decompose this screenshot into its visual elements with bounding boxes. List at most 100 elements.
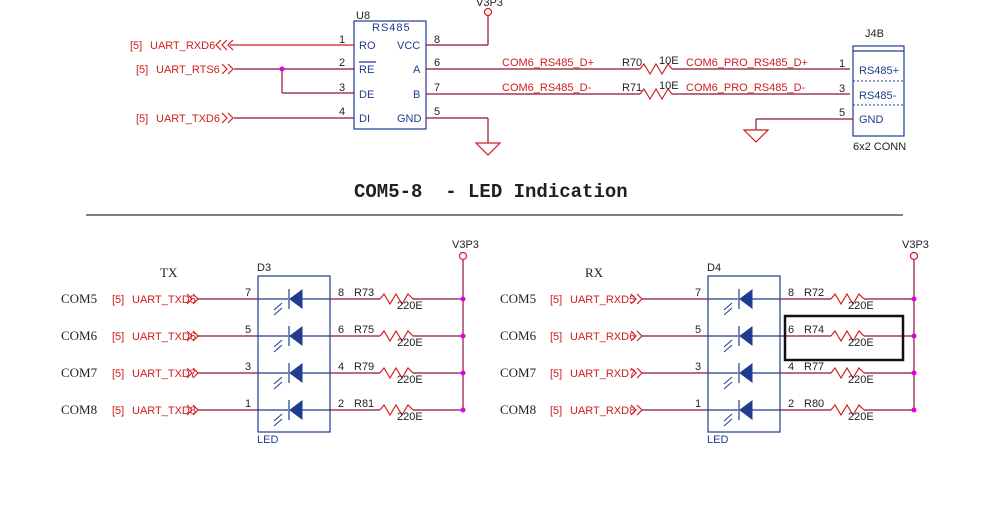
u8-rs485-block: U8 RS485 1 RO [5] UART_RXD6 2 RE [5] UAR… bbox=[130, 0, 850, 156]
j4b-body bbox=[852, 45, 905, 137]
page-tag: [5] bbox=[136, 113, 148, 125]
resistor-icon bbox=[830, 329, 865, 343]
power-label-v3p3: V3P3 bbox=[452, 239, 479, 251]
light-rays-icon bbox=[723, 302, 733, 316]
u8-pin-4: 4 DI [5] UART_TXD6 bbox=[136, 106, 370, 125]
net-label-com6-rs485-dp: COM6_RS485_D+ bbox=[502, 57, 594, 69]
resistor-ref: R72 bbox=[804, 287, 824, 299]
page-tag: [5] bbox=[112, 331, 124, 343]
pin-number: 5 bbox=[695, 324, 701, 336]
pin-number: 7 bbox=[695, 287, 701, 299]
ground-icon bbox=[742, 129, 770, 143]
pin-number: 1 bbox=[839, 58, 845, 70]
pin-number: 2 bbox=[338, 398, 344, 410]
resistor-icon bbox=[379, 366, 414, 380]
pin-number: 5 bbox=[434, 106, 440, 118]
junction-dot bbox=[460, 333, 466, 339]
led-icon bbox=[739, 289, 753, 309]
led-type: LED bbox=[257, 434, 278, 446]
light-rays-icon bbox=[273, 376, 283, 390]
junction-dot bbox=[279, 66, 285, 72]
pin-number: 8 bbox=[338, 287, 344, 299]
net-label: UART_RXD5 bbox=[570, 294, 635, 306]
resistor-value: 10E bbox=[659, 80, 679, 92]
led-ref-d4: D4 bbox=[707, 262, 721, 274]
u8-part: RS485 bbox=[372, 22, 411, 34]
pin-number: 4 bbox=[788, 361, 794, 373]
pin-number: 5 bbox=[839, 107, 845, 119]
pin-number: 7 bbox=[434, 82, 440, 94]
offpage-arrow-icon bbox=[221, 63, 234, 75]
pin-number: 4 bbox=[338, 361, 344, 373]
led-icon bbox=[739, 363, 753, 383]
resistor-ref: R80 bbox=[804, 398, 824, 410]
light-rays-icon bbox=[273, 413, 283, 427]
pin-number: 6 bbox=[788, 324, 794, 336]
power-port-icon bbox=[909, 251, 919, 261]
com-label: COM5 bbox=[500, 291, 536, 306]
pin-name: A bbox=[413, 64, 421, 76]
pin-number: 6 bbox=[434, 57, 440, 69]
led-array-d3 bbox=[257, 275, 331, 433]
resistor-icon bbox=[379, 403, 414, 417]
pin-number: 3 bbox=[839, 83, 845, 95]
net-label: UART_RXD7 bbox=[570, 368, 635, 380]
resistor-ref-r70: R70 bbox=[622, 57, 642, 69]
j4b-pin-gnd: GND bbox=[859, 114, 884, 126]
com-label: COM6 bbox=[500, 328, 537, 343]
net-label-com6-pro-rs485-dm: COM6_PRO_RS485_D- bbox=[686, 82, 806, 94]
net-label-uart-rxd6: UART_RXD6 bbox=[150, 40, 215, 52]
net-label: UART_RXD8 bbox=[570, 405, 635, 417]
j4b-ref: J4B bbox=[865, 28, 884, 40]
junction-dot bbox=[911, 333, 917, 339]
com-label: COM7 bbox=[61, 365, 98, 380]
resistor-ref: R73 bbox=[354, 287, 374, 299]
power-port-icon bbox=[458, 251, 468, 261]
pin-number: 4 bbox=[339, 106, 345, 118]
pin-number: 8 bbox=[434, 34, 440, 46]
resistor-value: 220E bbox=[848, 300, 874, 312]
page-tag: [5] bbox=[550, 331, 562, 343]
pin-number: 5 bbox=[245, 324, 251, 336]
com-label: COM5 bbox=[61, 291, 97, 306]
net-label-com6-pro-rs485-dp: COM6_PRO_RS485_D+ bbox=[686, 57, 808, 69]
light-rays-icon bbox=[723, 376, 733, 390]
junction-dot bbox=[911, 296, 917, 302]
led-icon bbox=[289, 289, 303, 309]
resistor-ref: R75 bbox=[354, 324, 374, 336]
pin-number: 1 bbox=[695, 398, 701, 410]
light-rays-icon bbox=[273, 339, 283, 353]
page-tag: [5] bbox=[130, 40, 142, 52]
u8-pin-3: 3 DE bbox=[279, 66, 374, 101]
pin-number: 1 bbox=[339, 34, 345, 46]
junction-dot bbox=[460, 296, 466, 302]
net-d-minus: COM6_RS485_D- R71 10E COM6_PRO_RS485_D- bbox=[502, 80, 850, 101]
resistor-ref: R74 bbox=[804, 324, 824, 336]
j4b-part: 6x2 CONN bbox=[853, 141, 906, 153]
j4b-connector: J4B RS485+ RS485- GND 1 3 5 6x2 CONN bbox=[742, 28, 906, 153]
net-label: UART_TXD5 bbox=[132, 294, 196, 306]
u8-pin-5-gnd: 5 GND bbox=[397, 106, 502, 156]
pin-number: 6 bbox=[338, 324, 344, 336]
u8-pin-6-a: 6 A bbox=[413, 57, 640, 76]
rx-label: RX bbox=[585, 265, 604, 280]
com-label: COM8 bbox=[500, 402, 536, 417]
junction-dot bbox=[911, 370, 917, 376]
page-tag: [5] bbox=[112, 294, 124, 306]
resistor-icon bbox=[639, 87, 673, 101]
pin-name: DE bbox=[359, 89, 374, 101]
tx-label: TX bbox=[160, 265, 178, 280]
net-label: UART_TXD8 bbox=[132, 405, 196, 417]
led-icon bbox=[289, 326, 303, 346]
page-tag: [5] bbox=[550, 294, 562, 306]
junction-dot bbox=[460, 407, 466, 413]
resistor-icon bbox=[379, 292, 414, 306]
net-label: UART_RXD6 bbox=[570, 331, 635, 343]
